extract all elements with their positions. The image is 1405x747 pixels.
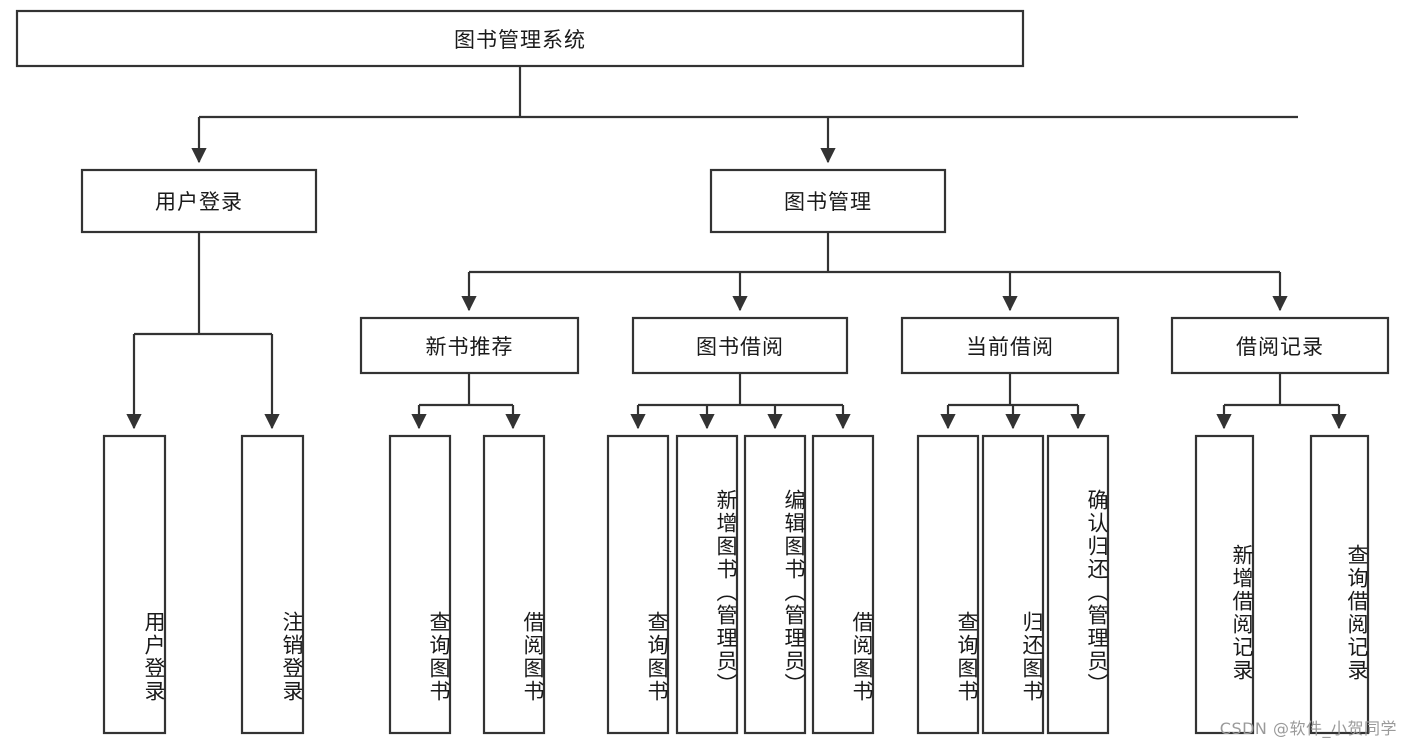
node-new-book-recommend[interactable]: [359, 316, 580, 375]
leaf-logout[interactable]: [240, 434, 305, 735]
leaf-edit-book-admin[interactable]: [743, 434, 807, 735]
connector-current-to-leaves: [940, 373, 1086, 430]
node-book-management[interactable]: [709, 168, 947, 234]
leaf-borrow-book-newbook[interactable]: [482, 434, 546, 735]
node-current-borrow[interactable]: [900, 316, 1120, 375]
leaf-query-book-current[interactable]: [916, 434, 980, 735]
leaf-query-book-borrow[interactable]: [606, 434, 670, 735]
node-borrow-record[interactable]: [1170, 316, 1390, 375]
watermark-text: CSDN @软件_小贺同学: [1219, 719, 1397, 738]
connector-record-to-leaves: [1216, 373, 1347, 430]
leaf-user-login[interactable]: [102, 434, 167, 735]
connector-root-to-level2: [191, 66, 1298, 164]
leaf-borrow-book[interactable]: [811, 434, 875, 735]
node-book-borrow[interactable]: [631, 316, 849, 375]
connector-userlogin-to-leaves: [126, 232, 280, 430]
leaf-query-borrow-record[interactable]: [1309, 434, 1370, 735]
connector-newbook-to-leaves: [411, 373, 521, 430]
leaf-confirm-return-admin[interactable]: [1046, 434, 1110, 735]
leaf-add-borrow-record[interactable]: [1194, 434, 1255, 735]
leaf-query-book-newbook[interactable]: [388, 434, 452, 735]
node-user-login[interactable]: [80, 168, 318, 234]
connector-borrow-to-leaves: [630, 373, 851, 430]
leaf-return-book[interactable]: [981, 434, 1045, 735]
leaf-add-book-admin[interactable]: [675, 434, 739, 735]
node-root[interactable]: [15, 9, 1025, 68]
connector-bookmgmt-to-level3: [461, 232, 1288, 312]
